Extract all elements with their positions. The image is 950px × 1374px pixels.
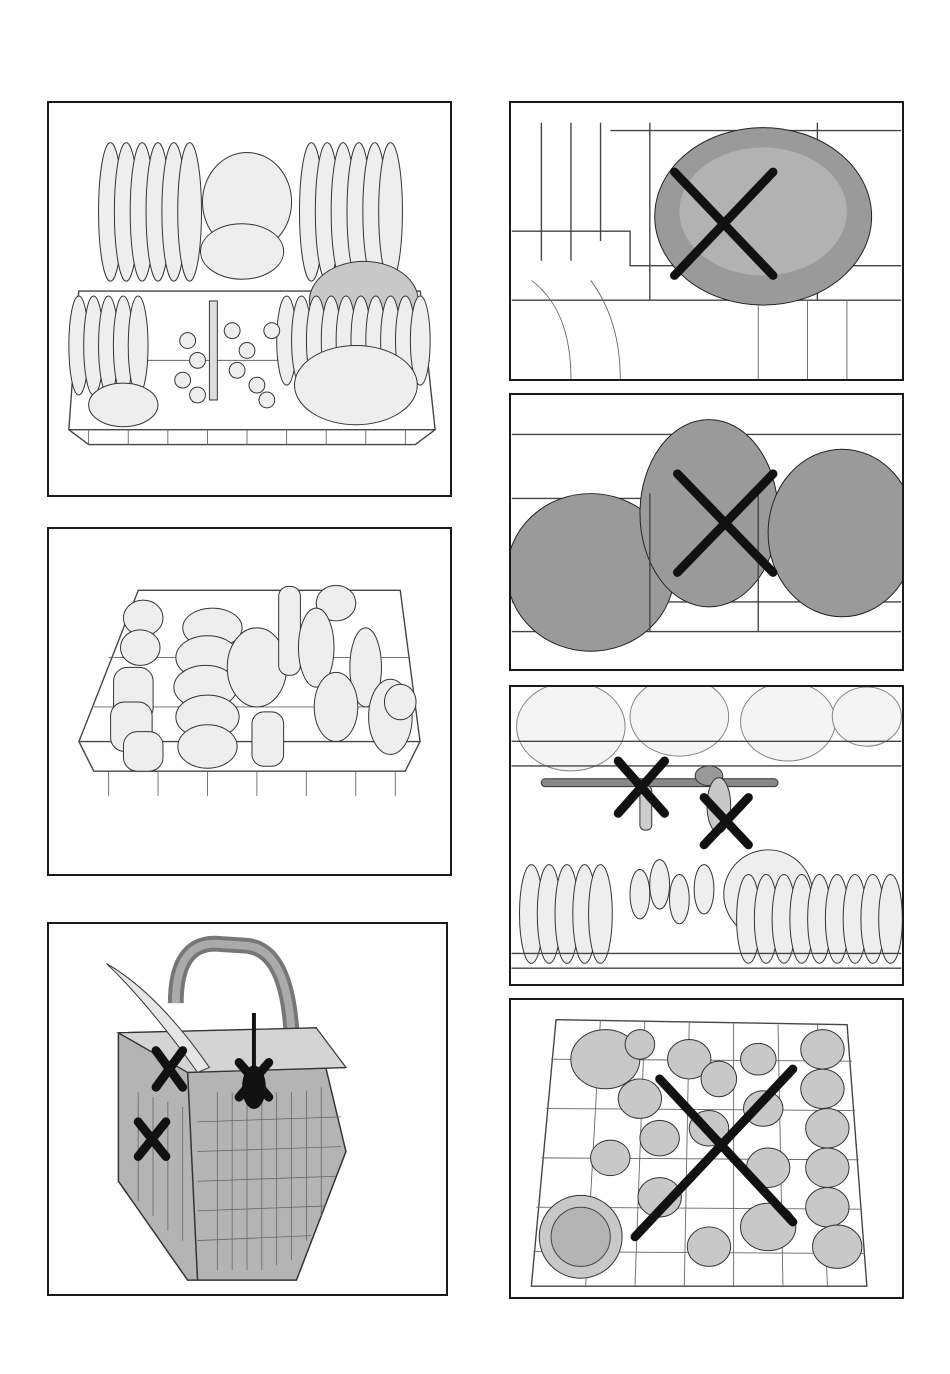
cutlery-group xyxy=(175,301,280,408)
figure-cutlery-basket xyxy=(47,922,448,1296)
figure-upper-rack-loaded xyxy=(47,101,452,497)
cup-rack-illustration xyxy=(49,529,450,874)
glasses-right xyxy=(298,585,416,754)
figure-overloaded-rack xyxy=(509,998,904,1299)
plates-back-left xyxy=(99,143,202,282)
overloaded-rack-illustration xyxy=(511,1000,902,1297)
cutlery-basket-illustration xyxy=(49,924,446,1294)
cups-left xyxy=(111,600,163,771)
figure-cup-rack-loaded xyxy=(47,527,452,876)
plates-back-right xyxy=(299,143,402,282)
figure-bowl-tilted xyxy=(509,393,904,671)
figure-spray-arm-blocked xyxy=(509,685,904,986)
cups-heap xyxy=(539,1030,862,1279)
bowl-center xyxy=(640,420,778,607)
bowl-tilted-illustration xyxy=(511,395,902,669)
figure-bowl-blocking xyxy=(509,101,904,381)
spray-arm-illustration xyxy=(511,687,902,984)
bowl-right xyxy=(768,449,902,617)
bowl-blocking-illustration xyxy=(511,103,902,379)
upper-rack-illustration xyxy=(49,103,450,495)
lower-rack-dishes xyxy=(520,850,902,963)
spray-arm xyxy=(541,779,778,787)
